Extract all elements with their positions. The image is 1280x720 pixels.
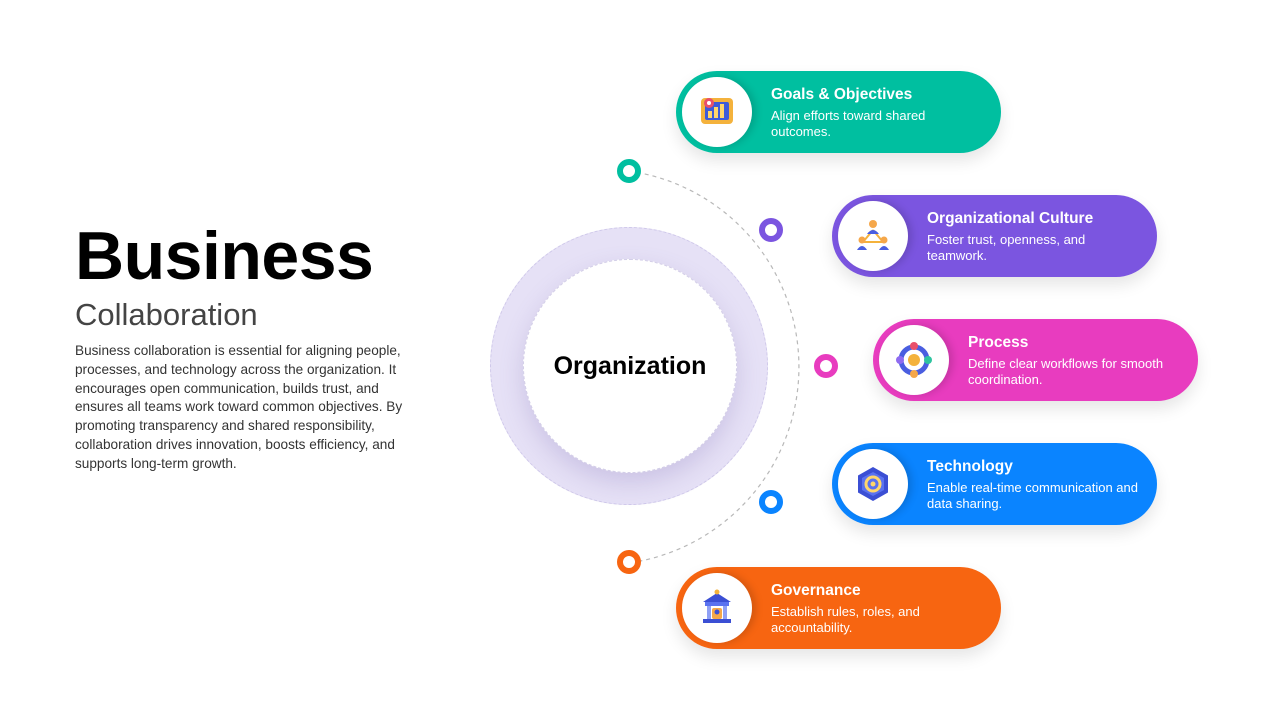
- card-process: Process Define clear workflows for smoot…: [873, 319, 1198, 401]
- hexagon-gear-icon: [838, 449, 908, 519]
- card-description: Establish rules, roles, and accountabili…: [771, 604, 920, 636]
- center-circle: Organization: [523, 259, 737, 473]
- card-description: Enable real-time communication and data …: [927, 480, 1138, 512]
- dot-technology: [759, 490, 783, 514]
- target-chart-icon: [682, 77, 752, 147]
- card-goals-objectives: Goals & Objectives Align efforts toward …: [676, 71, 1001, 153]
- card-organizational-culture: Organizational Culture Foster trust, ope…: [832, 195, 1157, 277]
- center-label: Organization: [553, 351, 707, 380]
- page-description: Business collaboration is essential for …: [75, 343, 403, 471]
- card-description: Foster trust, openness, and teamwork.: [927, 232, 1086, 264]
- team-network-icon: [838, 201, 908, 271]
- card-technology: Technology Enable real-time communicatio…: [832, 443, 1157, 525]
- institution-building-icon: [682, 573, 752, 643]
- dashed-arc: [628, 170, 800, 564]
- dot-process: [814, 354, 838, 378]
- card-title: Goals & Objectives: [771, 86, 913, 103]
- workflow-cycle-icon: [879, 325, 949, 395]
- card-description: Align efforts toward shared outcomes.: [771, 108, 926, 140]
- intro-section: Business Collaboration Business collabor…: [75, 222, 420, 487]
- page-subtitle: Collaboration: [75, 297, 258, 332]
- page-title: Business: [75, 218, 374, 294]
- card-description: Define clear workflows for smooth coordi…: [968, 356, 1164, 388]
- card-title: Technology: [927, 458, 1013, 475]
- card-title: Governance: [771, 582, 861, 599]
- card-title: Organizational Culture: [927, 210, 1094, 227]
- dot-governance: [617, 550, 641, 574]
- dot-culture: [759, 218, 783, 242]
- card-governance: Governance Establish rules, roles, and a…: [676, 567, 1001, 649]
- card-title: Process: [968, 334, 1029, 351]
- dot-goals: [617, 159, 641, 183]
